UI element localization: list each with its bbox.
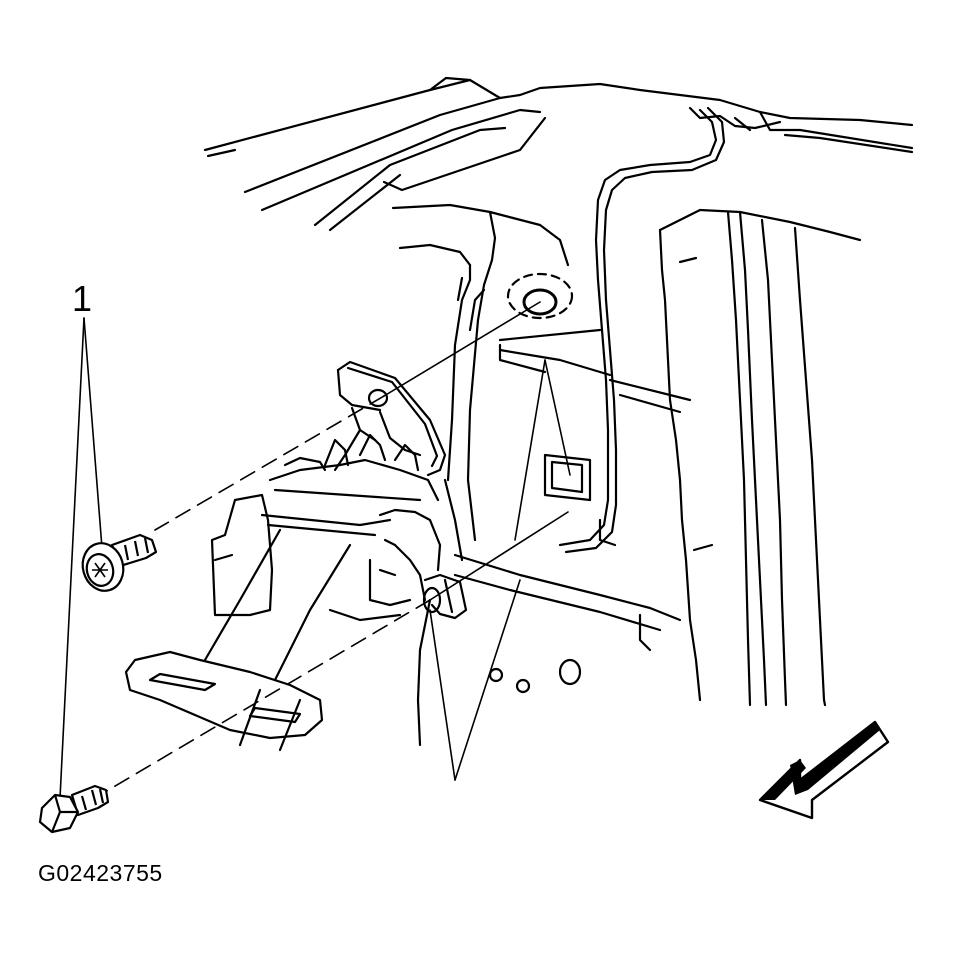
b-pillar-panel (393, 205, 690, 560)
door-frame (660, 210, 860, 705)
indicator-leaders (430, 360, 570, 780)
hex-bolt-icon (40, 786, 108, 832)
forward-arrow-icon (760, 722, 888, 818)
callout-leader-1 (60, 318, 102, 798)
exploded-lines (100, 302, 568, 795)
cable-line (560, 108, 724, 552)
belt-webbing (205, 530, 350, 750)
upper-mount-hole (508, 274, 572, 318)
body-holes (490, 660, 580, 692)
lower-panel (418, 555, 680, 745)
figure-id: G02423755 (38, 860, 163, 886)
mounting-slots (545, 455, 590, 500)
torx-bolt-icon (77, 535, 156, 595)
retractor-housing (212, 435, 440, 620)
callout-number: 1 (72, 278, 93, 319)
lower-anchor-clip (424, 575, 466, 618)
belt-guide (126, 652, 322, 738)
roof-panel (205, 78, 912, 230)
seat-belt-bracket (335, 362, 445, 475)
